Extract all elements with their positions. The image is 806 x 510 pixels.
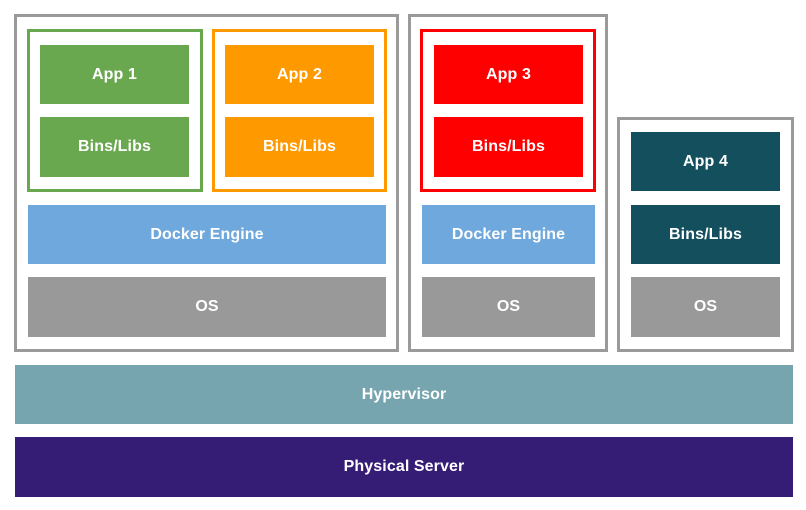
app-4-bins-libs-block: Bins/Libs xyxy=(631,205,780,264)
app-2-block: App 2 xyxy=(225,45,374,104)
os-block-1: OS xyxy=(28,277,386,337)
os-block-3: OS xyxy=(631,277,780,337)
physical-server-block: Physical Server xyxy=(15,437,793,497)
app-1-bins-libs-block: Bins/Libs xyxy=(40,117,189,177)
hypervisor-block: Hypervisor xyxy=(15,365,793,424)
os-block-2: OS xyxy=(422,277,595,337)
app-3-block: App 3 xyxy=(434,45,583,104)
docker-engine-block-2: Docker Engine xyxy=(422,205,595,264)
app-2-bins-libs-block: Bins/Libs xyxy=(225,117,374,177)
docker-engine-block-1: Docker Engine xyxy=(28,205,386,264)
app-4-block: App 4 xyxy=(631,132,780,191)
app-3-bins-libs-block: Bins/Libs xyxy=(434,117,583,177)
app-1-block: App 1 xyxy=(40,45,189,104)
